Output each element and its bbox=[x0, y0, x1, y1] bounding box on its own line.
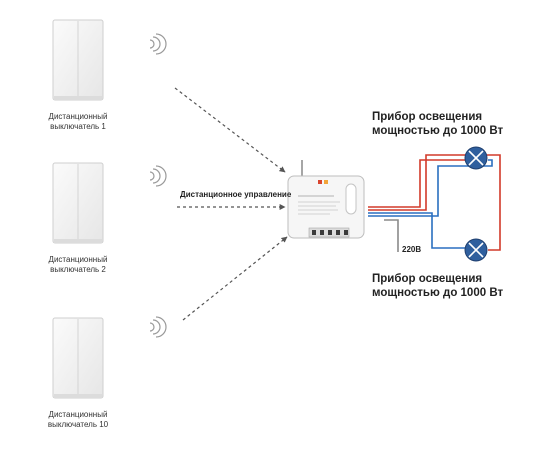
wall-switch-icon bbox=[52, 19, 104, 101]
lamp-icon bbox=[464, 238, 488, 262]
switch-label-3: Дистанционный выключатель 10 bbox=[13, 410, 143, 430]
switch-label-3-line2: выключатель 10 bbox=[47, 420, 109, 429]
wall-switch-icon bbox=[52, 317, 104, 399]
signal-arrow-1 bbox=[174, 87, 286, 173]
switch-label-1-line2: выключатель 1 bbox=[50, 122, 106, 131]
wall-switch-icon bbox=[52, 162, 104, 244]
switch-label-2-line2: выключатель 2 bbox=[50, 265, 106, 274]
switch-label-1: Дистанционный выключатель 1 bbox=[13, 112, 143, 132]
switch-label-3-line1: Дистанционный bbox=[48, 410, 108, 419]
switch-label-2: Дистанционный выключатель 2 bbox=[13, 255, 143, 275]
signal-arrow-3 bbox=[182, 236, 288, 321]
wiring bbox=[368, 154, 501, 252]
wifi-signal-icon bbox=[149, 316, 167, 338]
lamp-label-bottom-line2: мощностью до 1000 Вт bbox=[372, 287, 504, 299]
switch-label-1-line1: Дистанционный bbox=[48, 112, 108, 121]
wifi-signal-icon bbox=[149, 165, 167, 187]
wifi-signal-icon bbox=[149, 33, 167, 55]
lamp-label-bottom-line1: Прибор освещения bbox=[372, 273, 483, 285]
remote-control-label: Дистанционное управление bbox=[180, 190, 292, 199]
relay-module-icon bbox=[287, 160, 365, 239]
switch-label-2-line1: Дистанционный bbox=[48, 255, 108, 264]
lamp-label-bottom: Прибор освещения мощностью до 1000 Вт bbox=[372, 272, 542, 300]
lamp-label-top-line1: Прибор освещения bbox=[372, 111, 483, 123]
lamp-label-top: Прибор освещения мощностью до 1000 Вт bbox=[372, 110, 542, 138]
lamp-label-top-line2: мощностью до 1000 Вт bbox=[372, 125, 504, 137]
voltage-label: 220В bbox=[402, 245, 422, 254]
lamp-icon bbox=[464, 146, 488, 170]
